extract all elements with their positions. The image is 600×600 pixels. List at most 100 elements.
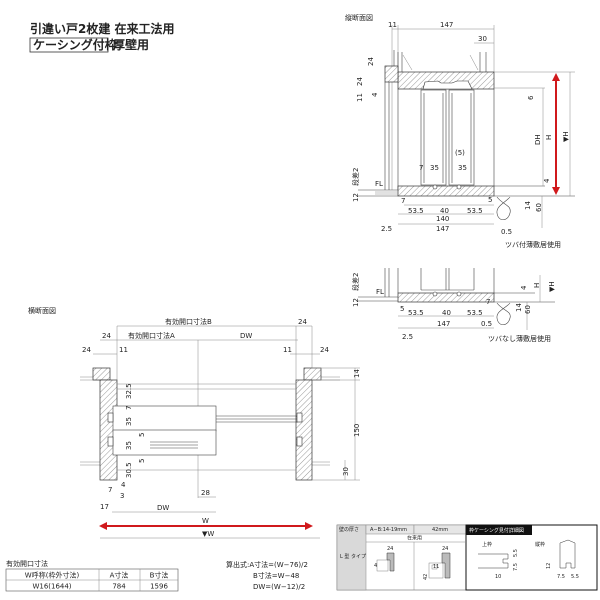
dim-label: 11 <box>356 93 364 102</box>
detail-label: 上枠 <box>482 541 492 548</box>
table-caption: 有効開口寸法 <box>6 559 48 568</box>
dim-label: 11 <box>283 346 292 354</box>
dim-label: 35 <box>125 417 133 426</box>
dim-label: 35 <box>430 164 439 172</box>
dim-label: 42 <box>423 574 429 580</box>
sill-section-note: ツバなし薄敷居使用 <box>488 334 551 343</box>
dim-label: ▼H <box>548 281 556 292</box>
dim-label: 30 <box>478 35 487 43</box>
dim-label: 150 <box>353 424 361 437</box>
dim-label: 12 <box>352 298 360 307</box>
dim-label: 147 <box>436 225 449 233</box>
dim-label: 12 <box>546 563 552 569</box>
dim-label: 11 <box>388 21 397 29</box>
column-header: A−B:14-19mm <box>370 527 407 533</box>
dim-label: 6 <box>527 95 535 100</box>
dim-label: 24 <box>387 546 393 552</box>
dim-label: 11 <box>433 564 439 570</box>
dim-label: H <box>545 135 553 140</box>
dim-label: 30.5 <box>125 462 133 478</box>
dim-label: 53.5 <box>408 309 424 317</box>
dim-label: 7.5 <box>557 574 565 580</box>
dim-label: 7 <box>108 486 112 494</box>
formula-dw: DW=(W−12)/2 <box>253 583 305 591</box>
dim-label: 30 <box>342 467 350 476</box>
dim-label: 5 <box>138 433 146 437</box>
dim-label: 24 <box>102 332 111 340</box>
dim-label: DW <box>240 332 252 340</box>
table-cell: 1596 <box>150 583 168 591</box>
horizontal-section-label: 横断面図 <box>28 306 56 315</box>
dim-label: 140 <box>436 215 449 223</box>
dim-label: 24 <box>356 77 364 86</box>
dim-label: 4 <box>520 285 528 290</box>
dim-label: DW <box>157 504 169 512</box>
table-cell: W16(1644) <box>32 583 71 591</box>
dim-label: 53.5 <box>408 207 424 215</box>
dim-label: FL <box>375 180 383 188</box>
dim-label: 35 <box>458 164 467 172</box>
dim-label: 4 <box>121 481 126 489</box>
dim-label: 0.5 <box>481 320 492 328</box>
dim-label: 14 <box>515 303 523 312</box>
badge-frame <box>29 37 109 53</box>
formulas: 算出式:A寸法=(W−76)/2 B寸法=W−48 DW=(W−12)/2 <box>226 560 308 591</box>
sill-section: 段差2 12 FL 5 53.5 40 53.5 7 0.5 147 2.5 1… <box>351 268 556 343</box>
dim-label: 7 <box>486 298 490 306</box>
dim-label: 147 <box>437 320 450 328</box>
dim-label: (5) <box>455 149 465 157</box>
horizontal-section: 横断面図 有 <box>28 306 361 539</box>
dim-label: 24 <box>298 318 307 326</box>
dim-label: 5 <box>138 459 146 463</box>
dim-label: ▼H <box>562 131 570 142</box>
casing-detail-table: 壁の厚さ A−B:14-19mm 42mm 枠ケーシング見付詳細図 在来用 L … <box>336 524 598 591</box>
dim-label: 有効開口寸法A <box>128 331 175 340</box>
dim-label: ▼W <box>202 530 214 538</box>
dim-label: 11 <box>119 346 128 354</box>
dim-label: 4 <box>371 92 379 97</box>
dim-label: W <box>202 517 209 525</box>
dim-label: 7 <box>401 197 405 205</box>
dim-label: 0.5 <box>501 228 512 236</box>
dim-label: 35 <box>125 441 133 450</box>
dim-label: 5 <box>400 305 404 313</box>
title-block: 引違い戸2枚建 在来工法用 ケーシング付枠 厚壁用 <box>29 21 175 53</box>
dim-label: 14 <box>353 369 361 378</box>
dim-label: 60 <box>524 305 532 314</box>
dim-label: 24 <box>82 346 91 354</box>
detail-label: 縦枠 <box>535 541 545 548</box>
table-cell: 784 <box>112 583 126 591</box>
dim-label: 7.5 <box>513 563 519 571</box>
dim-label: 53.5 <box>467 309 483 317</box>
formula-a: 算出式:A寸法=(W−76)/2 <box>226 560 308 569</box>
dim-label: 5 <box>488 196 492 204</box>
dim-label: 3 <box>120 492 124 500</box>
detail-title: 枠ケーシング見付詳細図 <box>469 527 524 534</box>
dim-label: 24 <box>320 346 329 354</box>
dim-label: 10 <box>495 574 501 580</box>
dim-label: 段差2 <box>351 168 360 186</box>
title-line1: 引違い戸2枚建 在来工法用 <box>30 21 175 36</box>
dim-label: 有効開口寸法B <box>165 317 212 326</box>
dim-label: 5.5 <box>513 549 519 557</box>
dim-label: 24 <box>367 57 375 66</box>
type-label: L 型 タイプ <box>340 553 366 560</box>
dim-label: 4 <box>374 563 377 569</box>
dim-label: 24 <box>442 546 448 552</box>
dim-label: 7 <box>419 164 423 172</box>
table-header: B寸法 <box>150 571 169 580</box>
title-line2: 厚壁用 <box>113 37 149 52</box>
vertical-section-label: 縦断面図 <box>345 13 373 22</box>
wall-thickness-label: 壁の厚さ <box>339 526 359 533</box>
dim-label: 4 <box>543 178 551 183</box>
dim-label: 17 <box>100 503 109 511</box>
dim-label: 147 <box>440 21 453 29</box>
dim-label: 28 <box>201 489 210 497</box>
dim-label: 7 <box>125 406 133 410</box>
dim-label: 5.5 <box>571 574 579 580</box>
dim-label: FL <box>376 288 384 296</box>
vertical-section: 縦断面図 1 <box>345 13 575 249</box>
dim-label: 53.5 <box>467 207 483 215</box>
formula-b: B寸法=W−48 <box>253 571 299 580</box>
